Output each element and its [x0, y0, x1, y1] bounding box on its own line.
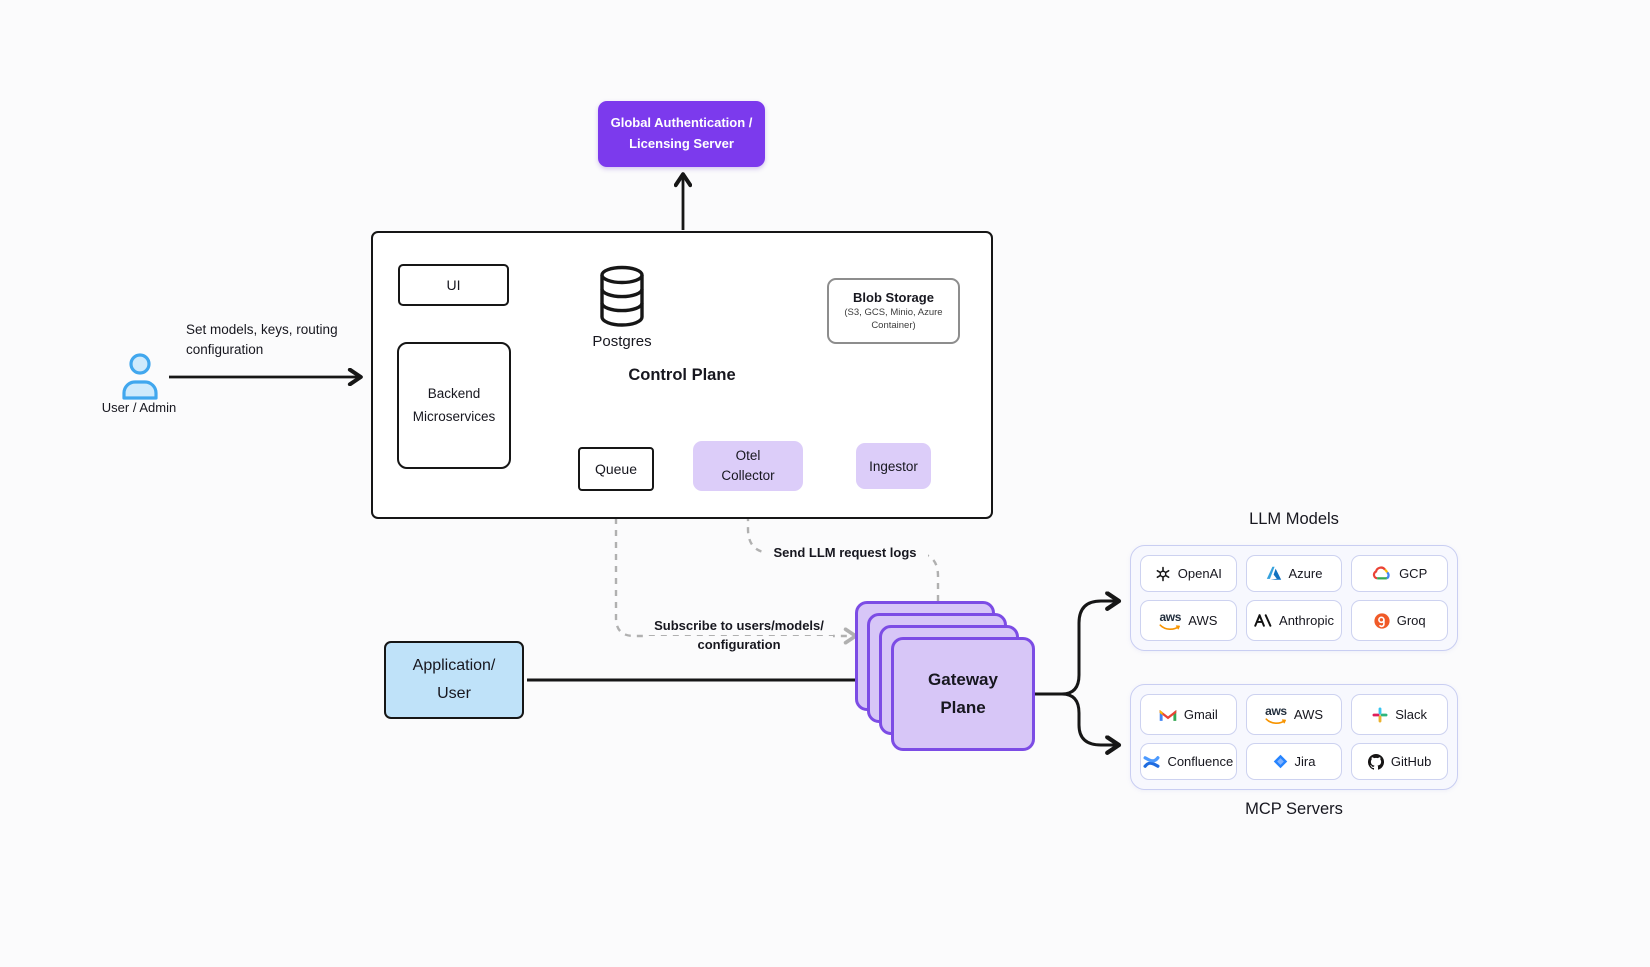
mcp-servers-group: Gmail aws AWS Slack [1130, 684, 1458, 790]
ui-box: UI [398, 264, 509, 306]
aws-icon: aws [1159, 611, 1181, 631]
llm-models-title: LLM Models [1249, 510, 1339, 528]
global-auth-server: Global Authentication / Licensing Server [598, 101, 765, 167]
ingestor-label: Ingestor [869, 458, 918, 474]
edge-label-subscribe-line1: Subscribe to users/models/ [645, 617, 833, 636]
ui-label: UI [446, 277, 461, 293]
otel-collector-box: Otel Collector [693, 441, 803, 491]
aws-icon: aws [1265, 705, 1287, 725]
llm-item-azure: Azure [1245, 555, 1343, 592]
queue-box: Queue [578, 447, 654, 491]
slack-icon [1372, 707, 1388, 723]
global-auth-label: Global Authentication / Licensing Server [610, 115, 753, 151]
mcp-item-gmail: Gmail [1140, 694, 1237, 735]
backend-label: Backend Microservices [412, 386, 496, 424]
edge-label-send-logs: Send LLM request logs [762, 544, 928, 563]
edge-label-subscribe-line2: configuration [645, 636, 833, 655]
user-admin-icon [119, 352, 161, 400]
gcp-icon [1372, 566, 1392, 581]
gateway-plane-label: Gateway Plane [928, 669, 998, 717]
postgres-icon [597, 265, 647, 327]
edge-gateway-to-mcp [1060, 692, 1117, 745]
llm-models-group: OpenAI Azure GCP [1130, 545, 1458, 651]
github-icon [1367, 753, 1384, 770]
mcp-item-github: GitHub [1351, 743, 1448, 780]
blob-storage-title: Blob Storage [853, 289, 934, 305]
llm-item-gcp: GCP [1351, 555, 1448, 592]
groq-icon [1374, 612, 1390, 629]
application-user-box: Application/ User [384, 641, 524, 719]
llm-item-aws: aws AWS [1140, 600, 1237, 641]
edge-gateway-to-llm [1060, 601, 1117, 696]
mcp-item-slack: Slack [1351, 694, 1448, 735]
anthropic-icon [1254, 614, 1272, 627]
mcp-item-jira: Jira [1245, 743, 1343, 780]
confluence-icon [1143, 754, 1160, 770]
ingestor-box: Ingestor [856, 443, 931, 489]
llm-item-anthropic: Anthropic [1245, 600, 1343, 641]
user-admin-label: User / Admin [101, 400, 177, 415]
llm-item-groq: Groq [1351, 600, 1448, 641]
openai-icon [1155, 566, 1171, 582]
control-plane-title: Control Plane [628, 366, 736, 384]
llm-item-openai: OpenAI [1140, 555, 1237, 592]
blob-storage-box: Blob Storage (S3, GCS, Minio, Azure Cont… [827, 278, 960, 344]
azure-icon [1266, 566, 1282, 581]
edge-label-set-models: Set models, keys, routing configuration [186, 322, 338, 357]
mcp-item-aws: aws AWS [1245, 694, 1343, 735]
mcp-item-confluence: Confluence [1140, 743, 1237, 780]
gateway-plane-box: Gateway Plane [891, 637, 1035, 751]
mcp-servers-title: MCP Servers [1245, 800, 1343, 818]
otel-label: Otel Collector [721, 447, 775, 483]
blob-storage-subtitle: (S3, GCS, Minio, Azure Container) [844, 306, 943, 331]
backend-microservices-box: Backend Microservices [397, 342, 511, 469]
jira-icon [1273, 754, 1288, 769]
application-user-label: Application/ User [412, 657, 496, 702]
gmail-icon [1159, 708, 1177, 722]
postgres-label: Postgres [592, 333, 652, 350]
queue-label: Queue [594, 461, 638, 477]
